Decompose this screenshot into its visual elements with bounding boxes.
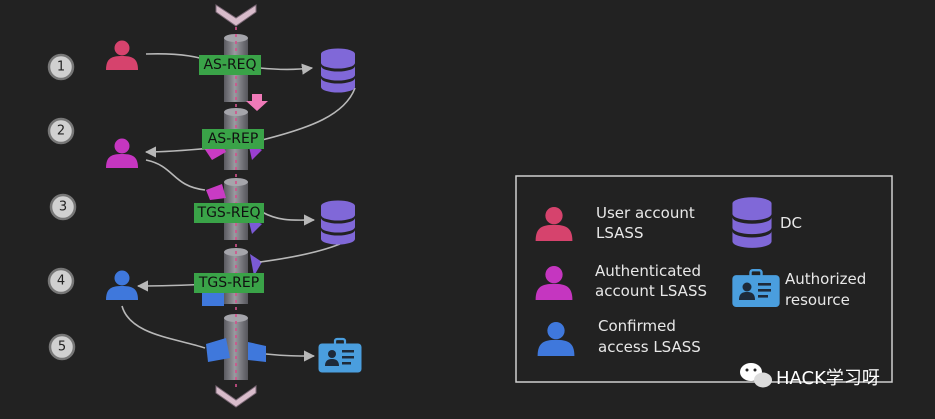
legend-authorized-line1: Authorized bbox=[785, 270, 866, 288]
message-tgs-rep: TGS-REP bbox=[194, 273, 264, 293]
tgs-rep-label: TGS-REP bbox=[198, 275, 259, 291]
legend-authenticated-line2: account LSASS bbox=[595, 282, 707, 300]
step-number: 2 bbox=[57, 124, 65, 139]
as-rep-label: AS-REP bbox=[208, 131, 259, 147]
legend-confirmed-line2: access LSASS bbox=[598, 338, 701, 356]
legend-authorized-line2: resource bbox=[785, 291, 850, 309]
legend-dc: DC bbox=[780, 214, 802, 232]
legend-authenticated-line1: Authenticated bbox=[595, 262, 701, 280]
arrow-dc1-pipe bbox=[261, 87, 356, 141]
step-number: 4 bbox=[57, 274, 65, 289]
database-icon bbox=[321, 200, 355, 245]
step-3: 3 bbox=[49, 193, 77, 221]
user-icon bbox=[106, 270, 138, 300]
watermark: HACK学习呀 bbox=[740, 363, 880, 389]
tgs-req-label: TGS-REQ bbox=[197, 205, 261, 221]
message-tgs-req: TGS-REQ bbox=[194, 203, 264, 223]
message-as-rep: AS-REP bbox=[202, 129, 264, 149]
user-icon bbox=[106, 138, 138, 168]
arrow-user2-pipe bbox=[145, 159, 206, 191]
step-markers: 1 2 3 4 5 bbox=[47, 53, 77, 361]
arrow-pipe-resource bbox=[265, 350, 316, 362]
as-req-label: AS-REQ bbox=[203, 57, 256, 73]
user-icon bbox=[535, 266, 573, 300]
database-icon bbox=[732, 197, 772, 248]
legend-user-account-line1: User account bbox=[596, 204, 695, 222]
chevron-down-icon bbox=[215, 4, 257, 27]
wechat-icon bbox=[740, 363, 772, 388]
step-4: 4 bbox=[47, 267, 75, 295]
user-icon bbox=[106, 40, 138, 70]
user-icon bbox=[535, 207, 573, 241]
database-icon bbox=[321, 48, 355, 93]
chevron-down-icon bbox=[215, 385, 257, 408]
legend-confirmed-line1: Confirmed bbox=[598, 317, 676, 335]
step-number: 3 bbox=[59, 200, 67, 215]
message-as-req: AS-REQ bbox=[199, 55, 261, 75]
id-card-icon bbox=[317, 337, 363, 374]
step-number: 5 bbox=[58, 340, 66, 355]
step-number: 1 bbox=[57, 60, 65, 75]
arrow-down-icon bbox=[246, 94, 268, 111]
watermark-text: HACK学习呀 bbox=[776, 368, 880, 389]
legend-frame bbox=[515, 175, 893, 383]
arrow-pipe-dc1 bbox=[259, 63, 314, 75]
legend-user-account-line2: LSASS bbox=[596, 224, 643, 242]
legend: User account LSASS Authenticated account… bbox=[515, 175, 893, 383]
arrow-dc2-pipe bbox=[259, 243, 341, 263]
step-1: 1 bbox=[47, 53, 75, 81]
user-icon bbox=[537, 322, 575, 356]
arrow-user4-pipe bbox=[121, 305, 206, 349]
step-5: 5 bbox=[48, 333, 76, 361]
arrow-pipe-dc2 bbox=[261, 211, 316, 226]
id-card-icon bbox=[731, 268, 781, 308]
step-2: 2 bbox=[47, 117, 75, 145]
